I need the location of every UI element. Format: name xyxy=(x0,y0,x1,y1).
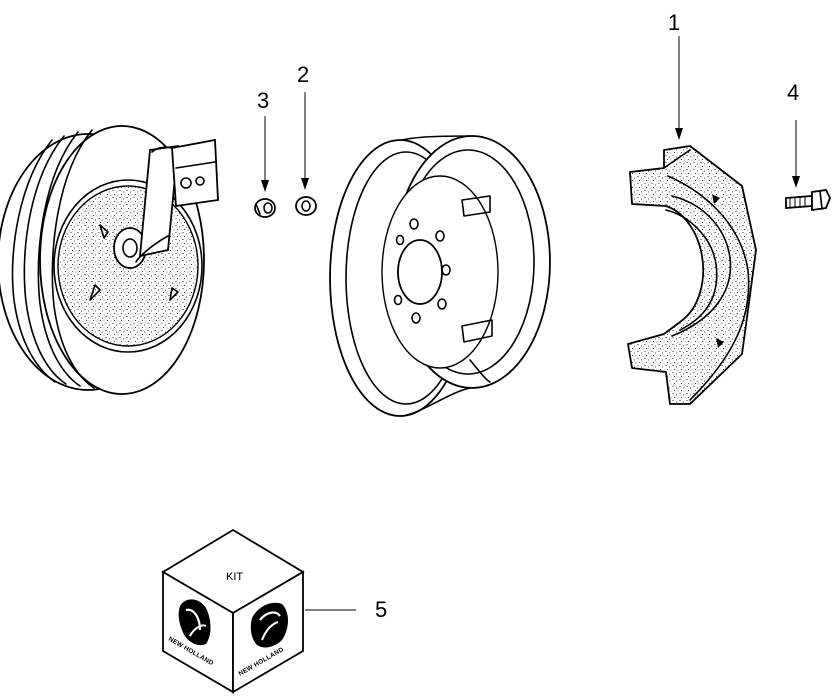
kit-box: KIT NEW HOLLAND NEW HOLLAND xyxy=(161,528,305,694)
kit-label: KIT xyxy=(226,571,243,583)
wheel-rim xyxy=(329,135,551,417)
washer xyxy=(295,196,317,216)
nut xyxy=(254,198,276,218)
callout-4: 4 xyxy=(787,80,799,105)
callout-3: 3 xyxy=(257,88,269,113)
callout-5: 5 xyxy=(375,597,387,622)
callout-1: 1 xyxy=(668,10,680,35)
callout-leaders xyxy=(261,36,800,611)
wheel-weight xyxy=(627,145,757,405)
mounted-tire-assembly xyxy=(0,125,219,395)
bolt xyxy=(785,189,831,212)
callout-2: 2 xyxy=(297,62,309,87)
